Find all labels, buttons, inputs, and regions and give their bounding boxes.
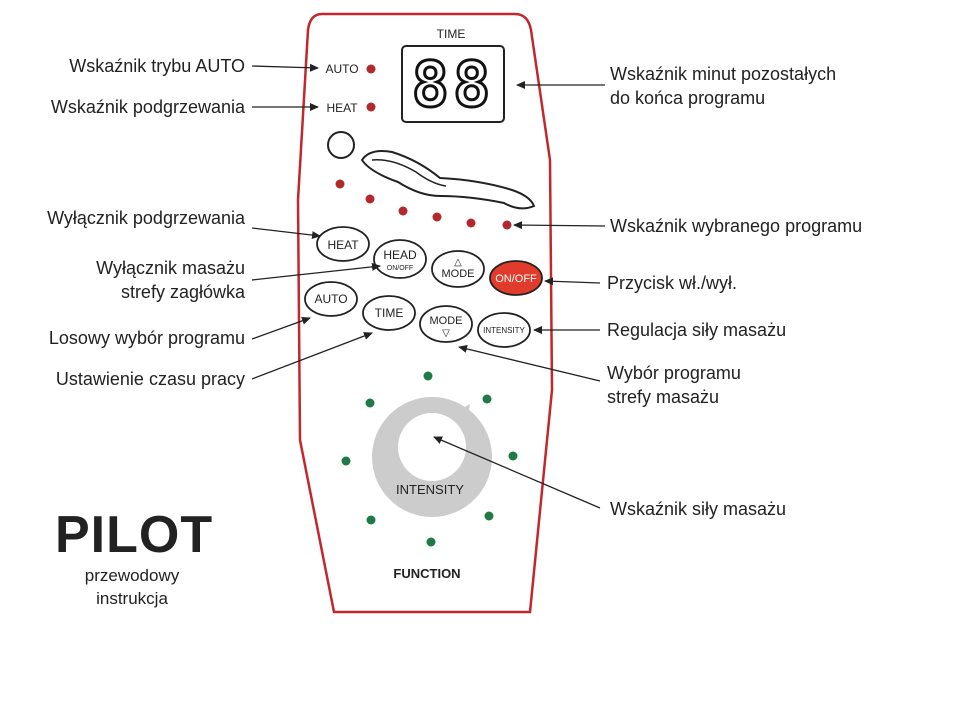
rotate-arrow-icon [452, 404, 470, 428]
body-silhouette-inner [371, 159, 447, 187]
svg-text:HEAD: HEAD [383, 248, 417, 262]
intensity-button[interactable]: INTENSITY [477, 312, 531, 348]
intensity-led [482, 394, 492, 404]
svg-text:MODE: MODE [430, 315, 463, 327]
triangle-down-icon: ▽ [442, 328, 450, 339]
body-silhouette [360, 150, 536, 210]
label-minutes-line2: do końca programu [610, 88, 766, 108]
svg-text:HEAT: HEAT [327, 238, 359, 252]
intensity-led [423, 371, 433, 381]
label-time-setting: Ustawienie czasu pracy [55, 369, 245, 389]
heat-button[interactable]: HEAT [316, 226, 370, 262]
label-auto-indicator: Wskaźnik trybu AUTO [69, 56, 245, 76]
auto-indicator-label: AUTO [325, 62, 358, 76]
label-heat-indicator: Wskaźnik podgrzewania [50, 97, 245, 117]
label-power-button: Przycisk wł./wył. [607, 273, 737, 293]
svg-text:INTENSITY: INTENSITY [483, 326, 525, 335]
heat-led [366, 102, 376, 112]
time-display [401, 45, 505, 123]
auto-button[interactable]: AUTO [304, 281, 358, 317]
label-intensity-regulation: Regulacja siły masażu [607, 320, 787, 340]
onoff-button[interactable]: ON/OFF [489, 260, 543, 296]
display-digits: 88 [412, 48, 495, 121]
program-led [365, 194, 375, 204]
leader-lines [251, 63, 606, 509]
svg-text:ON/OFF: ON/OFF [387, 265, 413, 272]
intensity-led [366, 515, 376, 525]
head-onoff-button[interactable]: HEAD ON/OFF [373, 239, 427, 279]
auto-led [366, 64, 376, 74]
mode-down-button[interactable]: MODE ▽ [419, 305, 473, 343]
label-head-line2: strefy zagłówka [120, 282, 245, 302]
intensity-dial-label: INTENSITY [396, 482, 464, 497]
caption-line1: przewodowy [84, 566, 180, 585]
caption-line2: instrukcja [96, 589, 168, 608]
mode-up-button[interactable]: △ MODE [431, 250, 485, 288]
program-led [502, 220, 512, 230]
label-zone-line2: strefy masażu [607, 387, 720, 407]
triangle-up-icon: △ [454, 257, 462, 268]
program-led [335, 179, 345, 189]
intensity-led [484, 511, 494, 521]
time-button[interactable]: TIME [362, 295, 416, 331]
intensity-led [341, 456, 351, 466]
head-silhouette [327, 131, 355, 159]
intensity-led [508, 451, 518, 461]
intensity-dial[interactable]: INTENSITY [372, 397, 492, 517]
time-label: TIME [437, 27, 466, 41]
svg-text:AUTO: AUTO [314, 292, 347, 306]
label-random-program: Losowy wybór programu [48, 328, 245, 348]
intensity-led [426, 537, 436, 547]
function-label: FUNCTION [393, 566, 460, 581]
svg-text:ON/OFF: ON/OFF [495, 273, 537, 285]
label-program-indicator: Wskaźnik wybranego programu [610, 216, 863, 236]
svg-text:MODE: MODE [442, 268, 475, 280]
label-head-line1: Wyłącznik masażu [96, 258, 245, 278]
label-minutes-line1: Wskaźnik minut pozostałych [610, 64, 837, 84]
label-zone-line1: Wybór programu [607, 363, 741, 383]
program-led [466, 218, 476, 228]
label-intensity-indicator: Wskaźnik siły masażu [610, 499, 787, 519]
heat-indicator-label: HEAT [326, 101, 358, 115]
intensity-led [365, 398, 375, 408]
program-led [398, 206, 408, 216]
program-led [432, 212, 442, 222]
label-heat-switch: Wyłącznik podgrzewania [47, 208, 245, 228]
svg-text:TIME: TIME [375, 306, 404, 320]
caption-title: PILOT [55, 506, 214, 564]
